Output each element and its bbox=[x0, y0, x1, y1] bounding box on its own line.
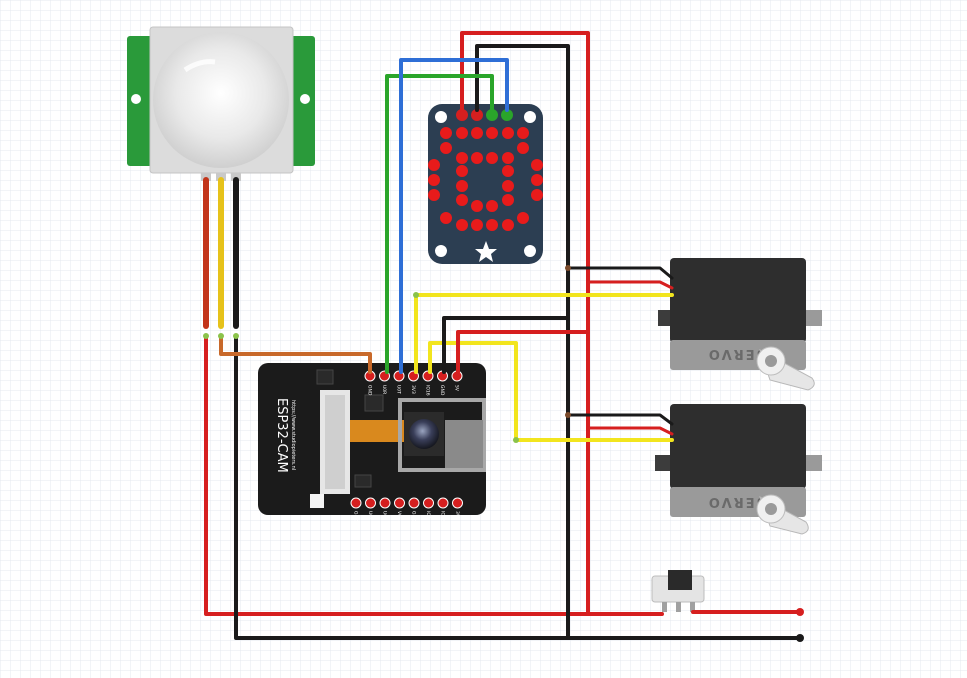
matrix-led bbox=[531, 174, 543, 186]
esp-top-pin-labels: GND U0R U0T 3V3 IO16 GND 5V bbox=[367, 385, 460, 396]
led-matrix-module bbox=[428, 104, 543, 264]
wire-esp-gnd bbox=[442, 316, 570, 374]
matrix-led bbox=[428, 159, 440, 171]
matrix-led bbox=[471, 152, 483, 164]
esp-pin bbox=[394, 497, 405, 509]
matrix-led bbox=[456, 194, 468, 206]
matrix-led bbox=[531, 189, 543, 201]
matrix-led bbox=[440, 127, 452, 139]
esp-pin bbox=[365, 497, 376, 509]
matrix-led bbox=[428, 189, 440, 201]
matrix-led-grid bbox=[428, 127, 543, 231]
matrix-header-pins bbox=[456, 109, 513, 121]
matrix-led bbox=[456, 152, 468, 164]
esp-pin bbox=[437, 497, 449, 509]
esp32-cam-board: ESP32-CAM https://www.studiopieters.nl G… bbox=[258, 363, 486, 522]
pir-mount-hole-left bbox=[131, 94, 141, 104]
slide-switch bbox=[651, 570, 705, 612]
esp-pin-label: 3V3 bbox=[454, 511, 460, 520]
esp-pin-label: U0T bbox=[396, 385, 402, 394]
matrix-led bbox=[486, 219, 498, 231]
matrix-led bbox=[502, 194, 514, 206]
pir-dome bbox=[153, 32, 289, 168]
matrix-led bbox=[456, 127, 468, 139]
esp-top-header bbox=[364, 370, 463, 382]
matrix-led bbox=[486, 200, 498, 212]
wire-endpoints bbox=[203, 265, 804, 642]
camera-ribbon bbox=[350, 420, 406, 442]
wire-esp-5v bbox=[456, 330, 590, 374]
esp-pin bbox=[350, 497, 362, 509]
wire-servo-1-vcc bbox=[586, 280, 674, 290]
wire-pir-vcc bbox=[204, 334, 664, 616]
esp-pin-label: U0R bbox=[381, 385, 387, 394]
esp-board-url: https://www.studiopieters.nl bbox=[290, 400, 296, 470]
esp-pin-label: GND bbox=[367, 385, 373, 396]
star-logo-icon bbox=[475, 241, 497, 262]
pir-mount-hole-right bbox=[300, 94, 310, 104]
matrix-led bbox=[471, 219, 483, 231]
matrix-led bbox=[531, 159, 543, 171]
servo-1-label: SERVO bbox=[707, 346, 766, 361]
sd-card-slot bbox=[398, 398, 486, 472]
servo-2-body bbox=[670, 404, 806, 489]
wire-matrix-din bbox=[385, 74, 494, 374]
matrix-led bbox=[517, 127, 529, 139]
matrix-led bbox=[440, 142, 452, 154]
matrix-led bbox=[486, 152, 498, 164]
esp-pin-label: IO16 bbox=[440, 511, 446, 522]
matrix-led bbox=[517, 142, 529, 154]
matrix-led bbox=[471, 200, 483, 212]
wire-ground-rail bbox=[234, 334, 802, 640]
matrix-led bbox=[502, 152, 514, 164]
switch-handle bbox=[668, 570, 692, 590]
matrix-led bbox=[486, 127, 498, 139]
wire-matrix-vcc bbox=[460, 31, 590, 616]
matrix-led bbox=[502, 180, 514, 192]
wire-servo-2-gnd bbox=[566, 413, 674, 426]
esp-pin-label: GND bbox=[353, 511, 359, 522]
esp-pin bbox=[423, 497, 434, 509]
esp-pin-label: IO0 bbox=[425, 511, 431, 519]
esp-pin-label: 3V3 bbox=[410, 385, 416, 394]
esp-pin-label: 5V bbox=[454, 385, 460, 392]
flash-led bbox=[310, 494, 324, 508]
esp-pin-label: U0T bbox=[367, 511, 373, 520]
wire-servo-2-signal bbox=[428, 341, 674, 442]
matrix-led bbox=[456, 180, 468, 192]
esp-bottom-pin-labels: GND U0T U0R VCC GND IO0 IO16 3V3 bbox=[353, 511, 461, 522]
pir-motion-sensor bbox=[127, 26, 315, 181]
esp-pin-label: IO16 bbox=[425, 385, 431, 396]
esp-pin bbox=[452, 497, 463, 509]
wires bbox=[203, 31, 802, 640]
wire-servo-2-vcc bbox=[586, 426, 674, 436]
matrix-led bbox=[502, 127, 514, 139]
wire-servo-1-gnd bbox=[566, 266, 674, 280]
matrix-led bbox=[456, 219, 468, 231]
servo-motor-1: SERVO bbox=[658, 258, 822, 391]
wire-matrix-clk bbox=[399, 58, 509, 374]
matrix-led bbox=[471, 127, 483, 139]
matrix-led bbox=[502, 165, 514, 177]
matrix-led bbox=[517, 212, 529, 224]
esp-pin bbox=[379, 497, 391, 509]
matrix-led bbox=[428, 174, 440, 186]
servo-motor-2: SERVO bbox=[655, 404, 822, 535]
esp-pin-label: VCC bbox=[396, 511, 402, 520]
camera-lens bbox=[409, 419, 439, 449]
wire-pir-signal bbox=[219, 334, 372, 374]
esp-pin-label: GND bbox=[439, 385, 445, 396]
esp-pin-label: U0R bbox=[382, 511, 388, 520]
servo-2-label: SERVO bbox=[707, 494, 766, 509]
matrix-led bbox=[502, 219, 514, 231]
esp-pin bbox=[408, 497, 420, 509]
esp-board-name: ESP32-CAM bbox=[274, 398, 289, 473]
servo-1-body bbox=[670, 258, 806, 343]
matrix-led bbox=[440, 212, 452, 224]
esp-bottom-header bbox=[350, 497, 463, 509]
matrix-led bbox=[456, 165, 468, 177]
esp-pin-label: GND bbox=[411, 511, 417, 522]
